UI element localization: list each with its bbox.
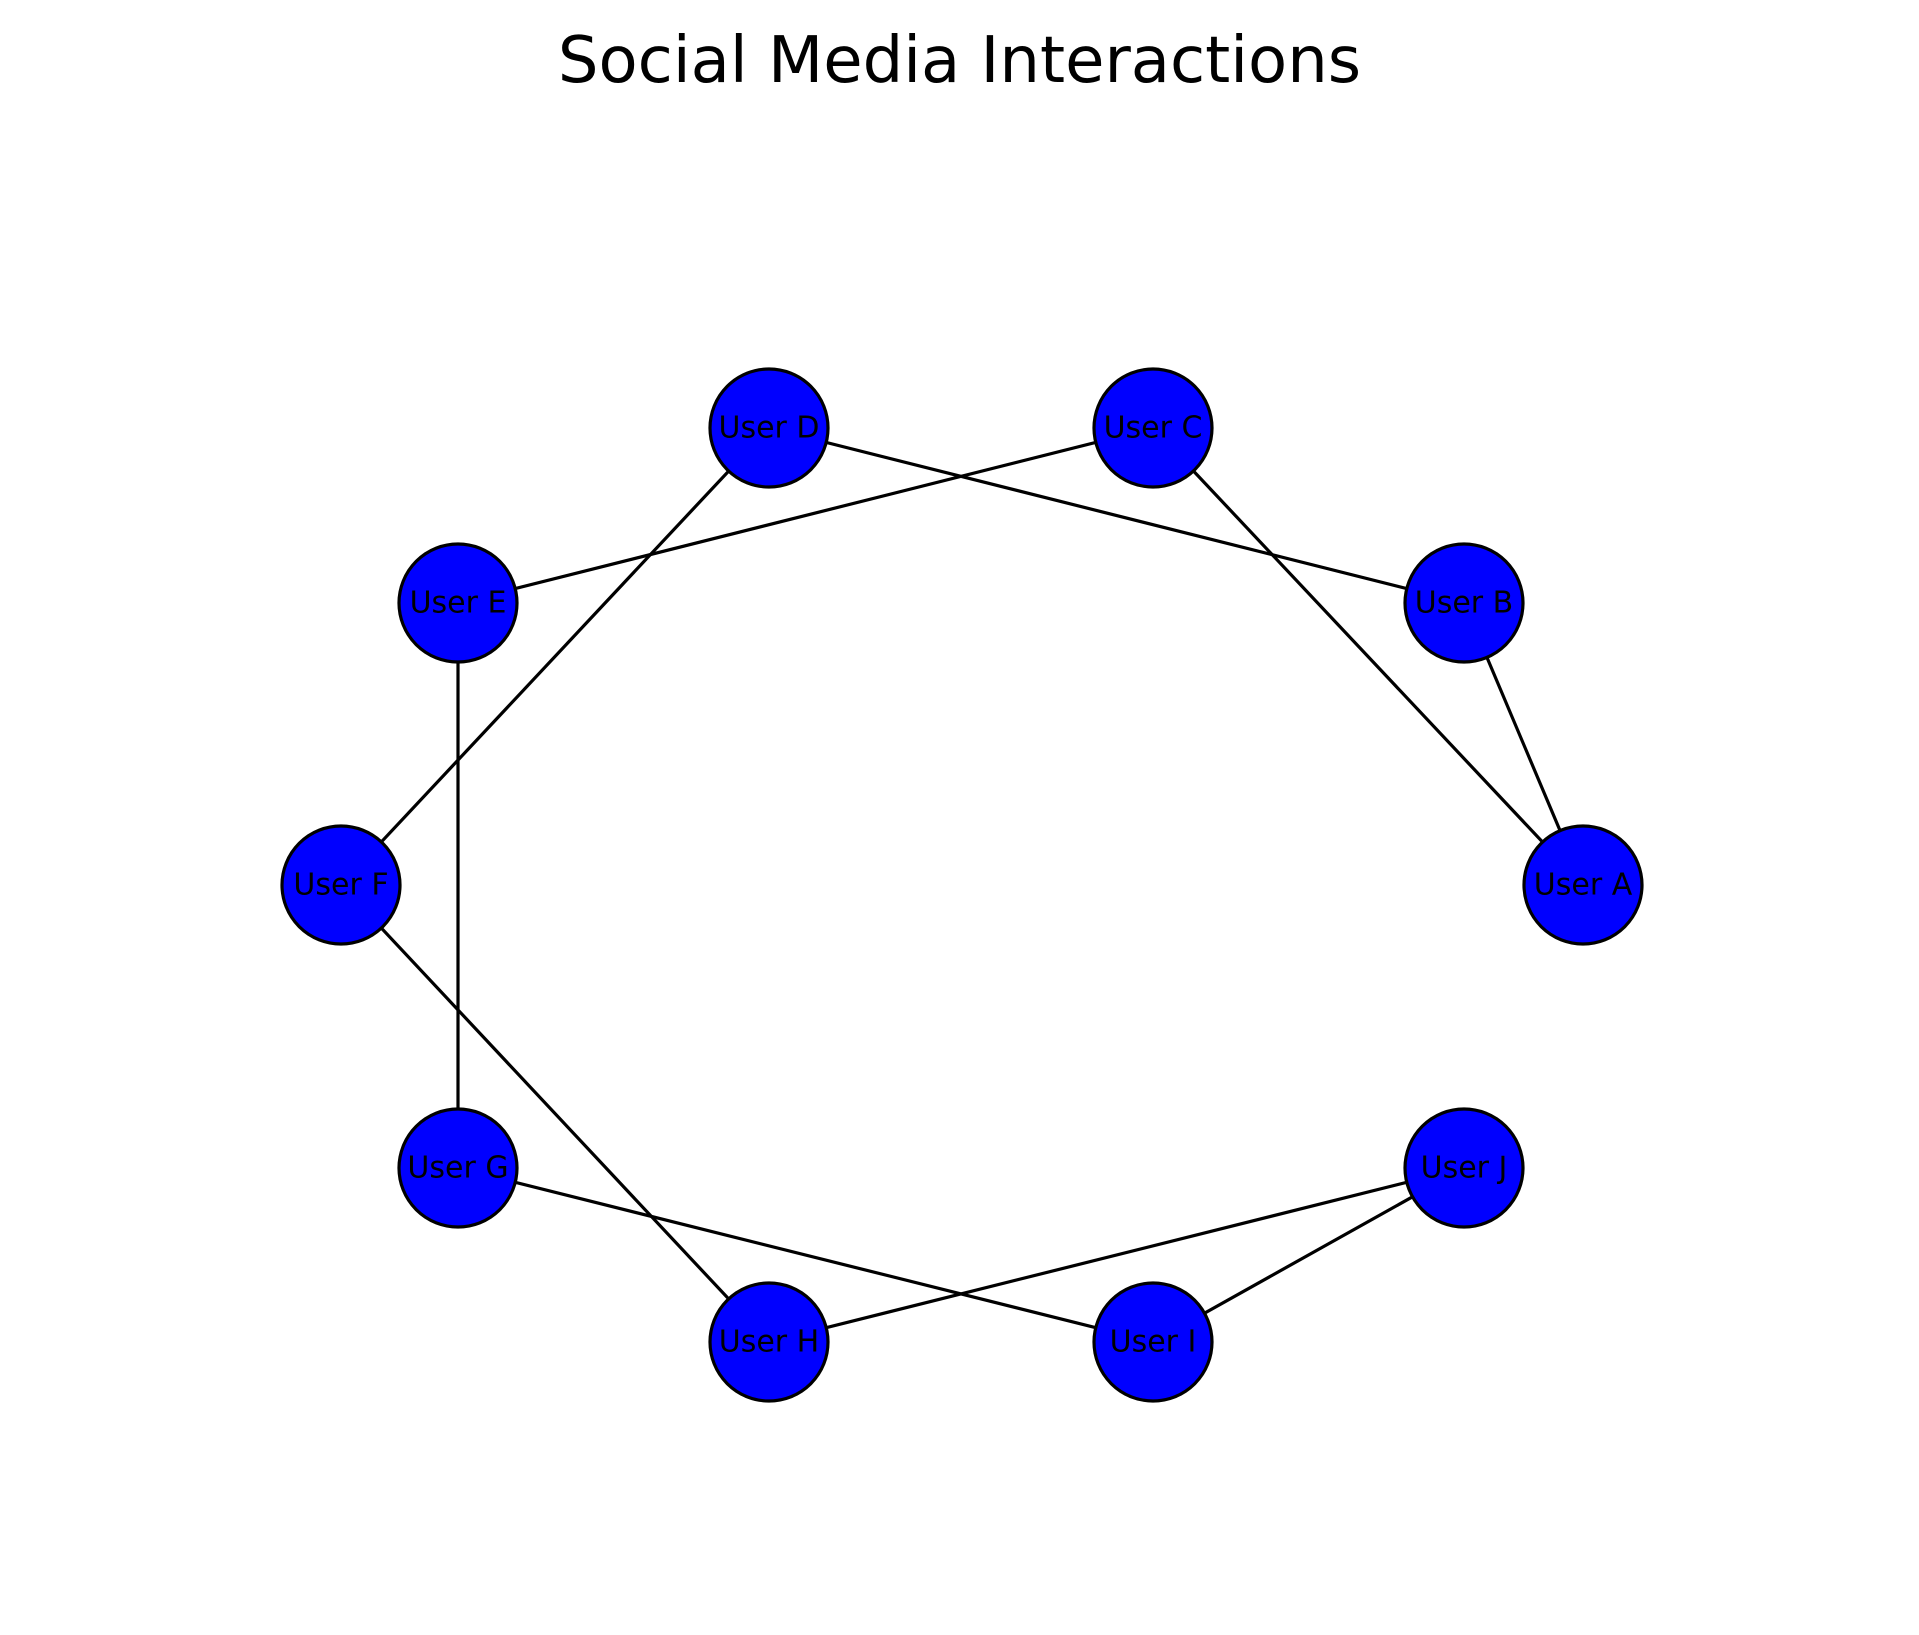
node-user-f: User F — [280, 824, 402, 946]
node-label: User H — [719, 1325, 819, 1360]
node-circle — [1092, 367, 1214, 489]
node-circle — [397, 542, 519, 664]
node-label: User A — [1534, 868, 1633, 903]
nodes-layer: User A User B User C User D User E User F User… — [280, 367, 1644, 1403]
node-label: User J — [1421, 1151, 1508, 1186]
node-label: User C — [1104, 411, 1203, 446]
node-circle — [397, 1107, 519, 1229]
node-circle — [1092, 1281, 1214, 1403]
edge-a-c — [1151, 426, 1585, 887]
node-circle — [708, 367, 830, 489]
node-user-e: User E — [397, 542, 519, 664]
node-user-c: User C — [1092, 367, 1214, 489]
edge-d-f — [339, 426, 771, 887]
node-label: User D — [718, 411, 819, 446]
node-circle — [280, 824, 402, 946]
node-label: User B — [1415, 586, 1514, 621]
node-user-j: User J — [1403, 1107, 1525, 1229]
node-user-h: User H — [708, 1281, 830, 1403]
node-user-g: User G — [397, 1107, 519, 1229]
node-user-b: User B — [1403, 542, 1525, 664]
node-circle — [1522, 824, 1644, 946]
edge-g-i — [457, 1166, 1154, 1344]
node-label: User F — [293, 868, 388, 903]
node-user-d: User D — [708, 367, 830, 489]
node-user-a: User A — [1522, 824, 1644, 946]
node-circle — [1403, 542, 1525, 664]
node-label: User G — [407, 1151, 508, 1186]
node-circle — [708, 1281, 830, 1403]
edge-h-j — [768, 1166, 1465, 1344]
edge-b-d — [768, 426, 1465, 605]
node-circle — [1403, 1107, 1525, 1229]
edge-c-e — [457, 426, 1154, 605]
node-label: User E — [410, 586, 507, 621]
edge-f-h — [339, 883, 771, 1344]
node-user-i: User I — [1092, 1281, 1214, 1403]
edges-layer — [339, 426, 1585, 1344]
node-label: User I — [1110, 1325, 1197, 1360]
diagram-title: Social Media Interactions — [557, 24, 1362, 98]
